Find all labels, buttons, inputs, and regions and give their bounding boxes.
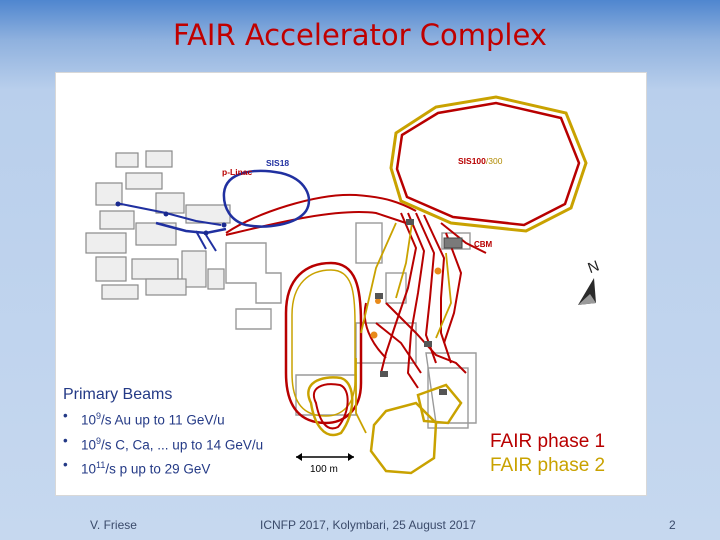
label-north: N [586, 257, 602, 277]
phase1-rings [313, 383, 349, 430]
existing-buildings [85, 150, 231, 300]
bullet: • [63, 457, 68, 472]
linac-markers [115, 201, 227, 236]
north-arrow-icon: N [578, 257, 602, 305]
phase2-rings [307, 376, 463, 475]
label-cbm: CBM [474, 240, 493, 249]
scale-bar: 100 m [296, 453, 354, 475]
facility-diagram: SIS18 p-Linac SIS100/300 CBM N 100 m Pri… [55, 72, 647, 496]
site-buildings [225, 222, 477, 429]
label-plinac: p-Linac [222, 167, 252, 177]
bullet: • [63, 408, 68, 423]
facility-map: SIS18 p-Linac SIS100/300 CBM N 100 m [85, 95, 602, 475]
experiment-markers [375, 219, 447, 395]
beamlines-phase2 [355, 222, 452, 434]
beam-item: • 109/s Au up to 11 GeV/u [63, 406, 313, 431]
beam-item: • 1011/s p up to 29 GeV [63, 455, 313, 480]
primary-beams-heading: Primary Beams [63, 386, 173, 403]
slide-title: FAIR Accelerator Complex [173, 18, 547, 52]
legend-phase1: FAIR phase 1 [490, 431, 606, 452]
cbm-cave [370, 237, 463, 339]
sis100-ring [389, 95, 588, 233]
beamlines-phase1 [225, 193, 487, 389]
beam-item: • 109/s C, Ca, ... up to 14 GeV/u [63, 431, 313, 456]
storage-ring [284, 261, 363, 425]
label-sis100: SIS100/300 [458, 156, 503, 166]
page-number: 2 [669, 518, 676, 532]
legend-phase2: FAIR phase 2 [490, 455, 606, 476]
bullet: • [63, 432, 68, 448]
footer-author: V. Friese [90, 518, 137, 532]
primary-beams-panel: Primary Beams • 109/s Au up to 11 GeV/u … [63, 386, 313, 480]
sis18-ring [115, 169, 311, 252]
label-sis18: SIS18 [266, 158, 289, 168]
label-scale: 100 m [310, 464, 338, 475]
footer-conference: ICNFP 2017, Kolymbari, 25 August 2017 [260, 518, 476, 532]
